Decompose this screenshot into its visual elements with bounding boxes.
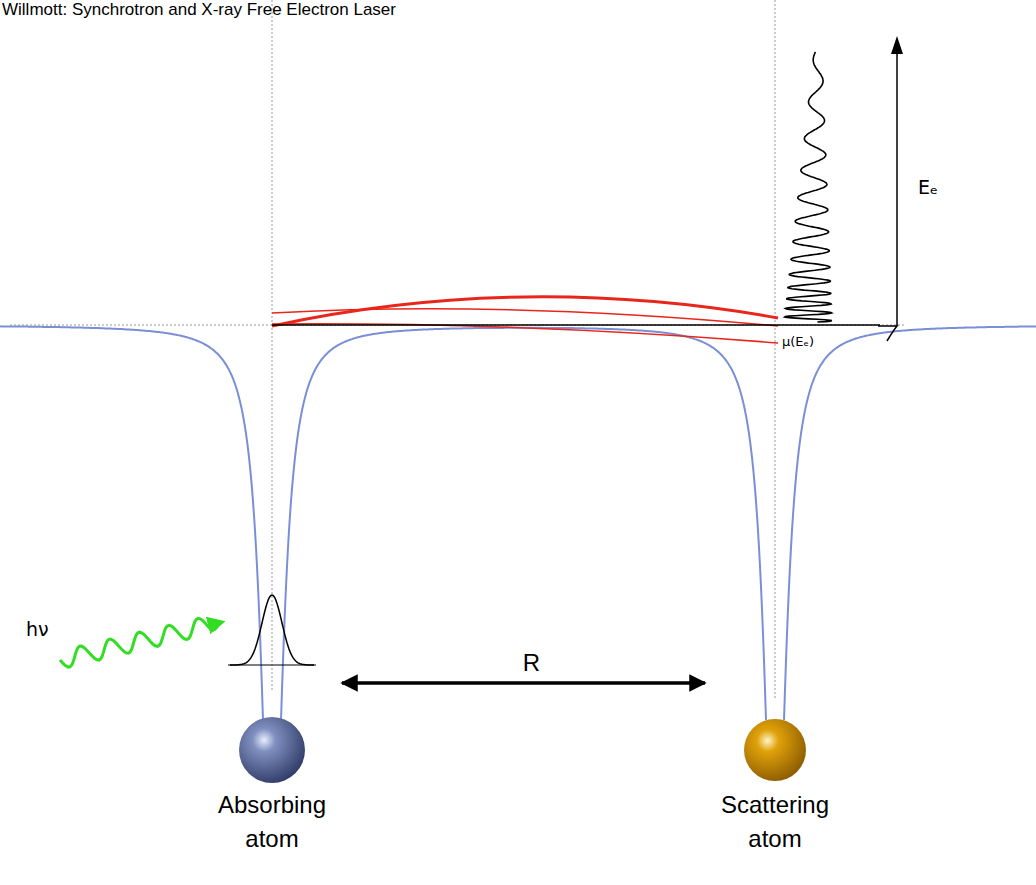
guide-line — [775, 0, 776, 700]
potential-well — [0, 326, 263, 720]
absorption-curve — [878, 326, 897, 341]
wave-path — [272, 297, 778, 326]
axis-arrowhead — [891, 36, 903, 54]
atom-label: Absorbing atom — [202, 788, 342, 856]
energy-axis — [896, 52, 898, 326]
atom-sphere — [744, 719, 806, 781]
guide-line — [10, 325, 905, 326]
potential-well — [281, 328, 766, 720]
core-orbital — [230, 595, 314, 665]
distance-arrow — [342, 681, 705, 685]
potential-well — [784, 327, 1036, 721]
photon-label: hν — [26, 618, 49, 640]
potential-well — [0, 326, 1036, 720]
guide-line — [272, 0, 273, 690]
atom-sphere — [202, 680, 342, 788]
atom-sphere — [239, 717, 305, 783]
atom-sphere — [705, 680, 845, 788]
photon-wave — [60, 618, 222, 667]
atom-label: Scattering atom — [705, 788, 845, 856]
atom-node: Scattering atom — [705, 680, 845, 856]
wave-path — [272, 324, 778, 343]
distance-label: R — [523, 649, 540, 677]
diagram-title: Willmott: Synchrotron and X-ray Free Ele… — [2, 0, 396, 20]
absorption-label: μ(Eₑ) — [782, 334, 814, 349]
energy-label: Eₑ — [918, 176, 938, 198]
electron-wave — [785, 52, 832, 322]
atom-node: Absorbing atom — [202, 680, 342, 856]
baseline — [272, 324, 880, 326]
